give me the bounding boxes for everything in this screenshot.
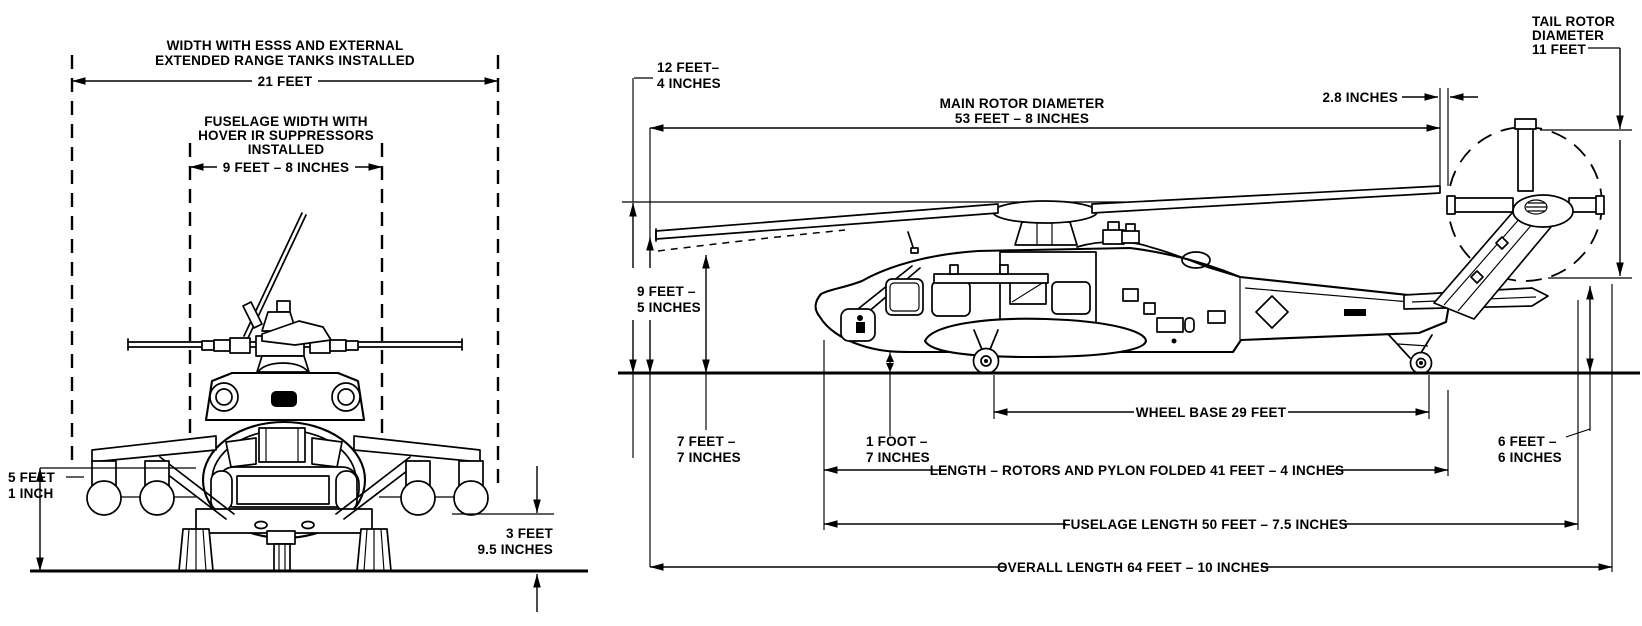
rotor-cuff-right xyxy=(345,340,359,351)
clearance-label-2: 7 INCHES xyxy=(866,450,930,465)
tail-rotor-label-2: DIAMETER xyxy=(1532,28,1604,43)
dim-main-rotor-diameter: MAIN ROTOR DIAMETER 53 FEET – 8 INCHES xyxy=(650,96,1440,132)
fuel-tank-inboard-left xyxy=(139,480,175,516)
folded-length-label: LENGTH – ROTORS AND PYLON FOLDED 41 FEET… xyxy=(930,463,1345,478)
tank-height-label-2: 9.5 INCHES xyxy=(477,542,553,557)
lower-fuselage xyxy=(195,508,373,534)
tail-rotor-blade-up xyxy=(1517,126,1534,192)
helicopter-front-drawing xyxy=(86,212,489,572)
dim-folded-length: LENGTH – ROTORS AND PYLON FOLDED 41 FEET… xyxy=(823,340,1449,530)
blade-tip-height-label-2: 5 INCHES xyxy=(637,300,701,315)
main-rotor-label: MAIN ROTOR DIAMETER xyxy=(940,96,1105,111)
dim-tail-rotor-diameter: TAIL ROTOR DIAMETER 11 FEET xyxy=(1532,14,1632,279)
blade-tip-height-label-1: 9 FEET – xyxy=(637,284,696,299)
stores-mount-bar xyxy=(933,273,1049,284)
helicopter-side-drawing xyxy=(655,118,1605,375)
clearance-label-1: 1 FOOT – xyxy=(866,434,928,449)
front-extent-dashed-lines xyxy=(70,55,500,483)
stab-height-label-2: 6 INCHES xyxy=(1498,450,1562,465)
tilted-rotor-blade xyxy=(242,212,307,339)
main-rotor-blade-left xyxy=(655,203,999,240)
rotor-cuff-left xyxy=(201,340,215,351)
chin-window xyxy=(236,475,330,505)
main-gear-fairing-left xyxy=(178,528,214,572)
cockpit-door-window xyxy=(931,280,971,317)
dim-fuselage-length: FUSELAGE LENGTH 50 FEET – 7.5 INCHES xyxy=(824,300,1579,532)
main-rotor-value: 53 FEET – 8 INCHES xyxy=(955,111,1089,126)
cabin-door-window xyxy=(1051,281,1091,315)
dim-ground-clearance: 1 FOOT – 7 INCHES xyxy=(866,352,930,465)
dim-blade-tip-height: 9 FEET – 5 INCHES xyxy=(637,128,701,567)
gear-height-label-2: 1 INCH xyxy=(8,486,53,501)
roof-antenna xyxy=(907,231,915,251)
fuel-tank-outboard-left xyxy=(86,480,122,516)
dim-droop-height: 7 FEET – 7 INCHES xyxy=(677,255,741,465)
fuel-tank-outboard-right xyxy=(453,480,489,516)
tail-wheel-assembly xyxy=(1387,333,1433,375)
main-gear-fairing-right xyxy=(356,528,392,572)
blade-gap-label: 2.8 INCHES xyxy=(1322,90,1398,105)
dim-overall-length: OVERALL LENGTH 64 FEET – 10 INCHES xyxy=(650,284,1613,575)
tail-rotor-label-1: TAIL ROTOR xyxy=(1532,14,1615,29)
droop-height-label-2: 7 INCHES xyxy=(677,450,741,465)
stab-height-label-1: 6 FEET – xyxy=(1498,434,1557,449)
center-console xyxy=(258,427,306,463)
dim-width-esss: WIDTH WITH ESSS AND EXTERNAL EXTENDED RA… xyxy=(72,38,498,89)
hub-height-label-2: 4 INCHES xyxy=(657,76,721,91)
hub-height-label-1: 12 FEET– xyxy=(657,60,720,75)
front-view: WIDTH WITH ESSS AND EXTERNAL EXTENDED RA… xyxy=(8,38,588,612)
diamond-marking xyxy=(1255,295,1289,329)
overall-length-label: OVERALL LENGTH 64 FEET – 10 INCHES xyxy=(997,560,1269,575)
wheel-base-label: WHEEL BASE 29 FEET xyxy=(1136,405,1287,420)
pilot-window xyxy=(885,278,924,316)
width-esss-label-2: EXTENDED RANGE TANKS INSTALLED xyxy=(155,53,415,68)
side-view: 12 FEET– 4 INCHES 9 FEET – 5 INCHES 7 FE… xyxy=(618,14,1640,575)
tank-height-label-1: 3 FEET xyxy=(506,526,554,541)
tail-rotor-label-3: 11 FEET xyxy=(1532,42,1586,57)
fuel-tank-inboard-right xyxy=(400,480,436,516)
pilot-seat-silhouette xyxy=(856,322,865,333)
fus-width-label-2: HOVER IR SUPPRESSORS xyxy=(198,128,374,143)
main-rotor-blade-right xyxy=(1091,185,1441,214)
esss-wing-right xyxy=(353,435,481,463)
dim-gear-height: 5 FEET 1 INCH xyxy=(8,467,196,571)
droop-height-label-1: 7 FEET – xyxy=(677,434,736,449)
tail-rotor-blade-left xyxy=(1448,197,1514,213)
gear-height-label-1: 5 FEET xyxy=(8,470,56,485)
pitch-horn-fairing xyxy=(261,320,332,346)
fus-width-value: 9 FEET – 8 INCHES xyxy=(223,160,349,175)
landing-light-left xyxy=(254,520,268,530)
exhaust-port xyxy=(271,391,297,407)
dim-hub-height: 12 FEET– 4 INCHES xyxy=(629,60,721,458)
rotor-hub-fairing xyxy=(992,200,1098,224)
width-esss-value: 21 FEET xyxy=(258,74,313,89)
tail-rotor xyxy=(1446,118,1605,228)
dim-fuselage-width: FUSELAGE WIDTH WITH HOVER IR SUPPRESSORS… xyxy=(190,114,382,175)
fus-width-label-3: INSTALLED xyxy=(248,142,325,157)
rotor-pylon xyxy=(1014,221,1078,246)
fuselage-length-label: FUSELAGE LENGTH 50 FEET – 7.5 INCHES xyxy=(1062,517,1348,532)
dim-stabilator-height: 6 FEET – 6 INCHES xyxy=(1498,286,1594,465)
esss-wing-left xyxy=(91,435,217,463)
windshield-left xyxy=(225,437,257,468)
landing-light-right xyxy=(301,520,315,530)
dim-blade-gap: 2.8 INCHES xyxy=(1322,88,1478,186)
windshield-right xyxy=(311,437,343,468)
dim-tank-height: 3 FEET 9.5 INCHES xyxy=(452,466,554,612)
dim-wheel-base: WHEEL BASE 29 FEET xyxy=(993,375,1430,420)
width-esss-label-1: WIDTH WITH ESSS AND EXTERNAL xyxy=(167,38,404,53)
fus-width-label-1: FUSELAGE WIDTH WITH xyxy=(204,114,368,129)
